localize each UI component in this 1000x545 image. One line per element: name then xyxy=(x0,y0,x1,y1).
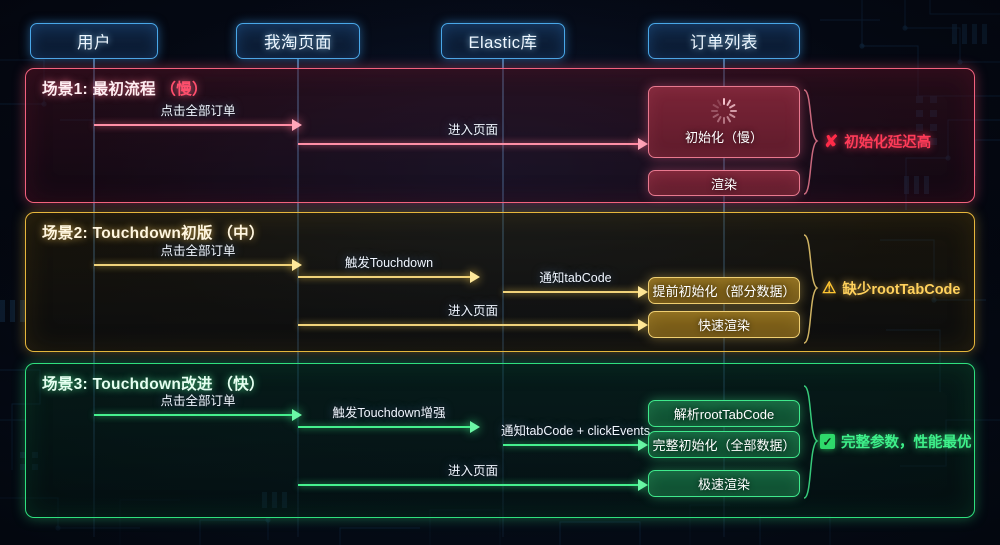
verdict-text: 缺少rootTabCode xyxy=(842,282,961,298)
arrowhead-icon xyxy=(638,319,648,331)
cross-icon: ✘ xyxy=(824,132,839,151)
message-label: 进入页面 xyxy=(447,123,499,137)
message-s3-click-all-orders[interactable]: 点击全部订单 xyxy=(94,394,302,421)
message-s3-notify-tabcode-clickevents[interactable]: 通知tabCode + clickEvents xyxy=(501,424,650,451)
message-label: 点击全部订单 xyxy=(160,394,236,408)
message-line xyxy=(298,324,641,326)
message-label: 点击全部订单 xyxy=(160,104,236,118)
step-label: 快速渲染 xyxy=(697,318,750,333)
arrowhead-icon xyxy=(638,138,648,150)
message-label: 触发Touchdown xyxy=(344,256,434,270)
step-label: 极速渲染 xyxy=(697,477,750,492)
actor-user[interactable]: 用户 xyxy=(30,23,158,59)
scenario-2-title-tag: （中） xyxy=(217,225,265,242)
scenario-1-verdict: ✘ 初始化延迟高 xyxy=(824,131,931,152)
message-line xyxy=(298,276,473,278)
step-label: 渲染 xyxy=(710,176,737,192)
arrowhead-icon xyxy=(470,421,480,433)
scenario-1-title-text: 场景1: 最初流程 xyxy=(42,81,161,98)
step-label: 解析rootTabCode xyxy=(673,407,775,422)
verdict-text: 初始化延迟高 xyxy=(844,135,932,151)
message-label: 进入页面 xyxy=(447,464,499,478)
arrowhead-icon xyxy=(292,119,302,131)
warning-icon: ⚠ xyxy=(822,279,837,297)
scenario-2-brace xyxy=(803,233,819,345)
arrowhead-icon xyxy=(638,439,648,451)
step-s2-pre-initialize[interactable]: 提前初始化（部分数据） xyxy=(648,277,800,304)
scenario-1-title-tag: （慢） xyxy=(160,81,208,98)
scenario-1-brace xyxy=(803,88,819,196)
step-label: 完整初始化（全部数据） xyxy=(652,438,796,453)
message-s3-enter-page[interactable]: 进入页面 xyxy=(298,464,648,491)
arrowhead-icon xyxy=(292,259,302,271)
message-line xyxy=(503,444,641,446)
scenario-3-title-text: 场景3: Touchdown改进 xyxy=(42,376,218,393)
scenario-2-panel: 场景2: Touchdown初版 （中） xyxy=(25,212,975,352)
message-s1-click-all-orders[interactable]: 点击全部订单 xyxy=(94,104,302,131)
message-s2-trigger-touchdown[interactable]: 触发Touchdown xyxy=(298,256,480,283)
actor-orders[interactable]: 订单列表 xyxy=(648,23,800,59)
message-label: 进入页面 xyxy=(447,304,499,318)
message-s2-enter-page[interactable]: 进入页面 xyxy=(298,304,648,331)
step-s3-instant-render[interactable]: 极速渲染 xyxy=(648,470,800,497)
message-line xyxy=(94,124,295,126)
scenario-1-title: 场景1: 最初流程 （慢） xyxy=(42,77,208,99)
message-line xyxy=(94,414,295,416)
scenario-2-verdict: ⚠ 缺少rootTabCode xyxy=(822,278,960,299)
step-s1-initialize[interactable]: 初始化（慢） xyxy=(648,86,800,158)
check-icon: ✓ xyxy=(820,434,835,449)
message-s1-enter-page[interactable]: 进入页面 xyxy=(298,123,648,150)
message-s2-notify-tabcode[interactable]: 通知tabCode xyxy=(503,271,648,298)
message-line xyxy=(298,484,641,486)
scenario-1-panel: 场景1: 最初流程 （慢） xyxy=(25,68,975,203)
scenario-3-title: 场景3: Touchdown改进 （快） xyxy=(42,372,265,394)
scenario-2-title: 场景2: Touchdown初版 （中） xyxy=(42,221,265,243)
step-label: 初始化（慢） xyxy=(684,130,763,145)
verdict-text: 完整参数，性能最优 xyxy=(841,435,972,451)
message-line xyxy=(298,143,641,145)
scenario-3-brace xyxy=(803,384,819,500)
arrowhead-icon xyxy=(470,271,480,283)
message-line xyxy=(298,426,473,428)
scenario-2-title-text: 场景2: Touchdown初版 xyxy=(42,225,218,242)
scenario-3-verdict: ✓ 完整参数，性能最优 xyxy=(820,431,972,452)
scenario-3-title-tag: （快） xyxy=(217,376,265,393)
message-label: 通知tabCode + clickEvents xyxy=(500,424,651,438)
message-line xyxy=(94,264,295,266)
step-label: 提前初始化（部分数据） xyxy=(652,284,796,299)
loading-spinner-icon xyxy=(711,98,737,124)
message-label: 通知tabCode xyxy=(539,271,612,285)
message-label: 触发Touchdown增强 xyxy=(332,406,446,420)
step-s3-full-initialize[interactable]: 完整初始化（全部数据） xyxy=(648,431,800,458)
actor-elastic[interactable]: Elastic库 xyxy=(441,23,565,59)
step-s2-fast-render[interactable]: 快速渲染 xyxy=(648,311,800,338)
step-s1-render[interactable]: 渲染 xyxy=(648,170,800,196)
arrowhead-icon xyxy=(638,479,648,491)
arrowhead-icon xyxy=(638,286,648,298)
message-line xyxy=(503,291,641,293)
message-s2-click-all-orders[interactable]: 点击全部订单 xyxy=(94,244,302,271)
arrowhead-icon xyxy=(292,409,302,421)
message-s3-trigger-touchdown-enhanced[interactable]: 触发Touchdown增强 xyxy=(298,406,480,433)
actor-page[interactable]: 我淘页面 xyxy=(236,23,360,59)
step-s3-parse-roottabcode[interactable]: 解析rootTabCode xyxy=(648,400,800,427)
message-label: 点击全部订单 xyxy=(160,244,236,258)
